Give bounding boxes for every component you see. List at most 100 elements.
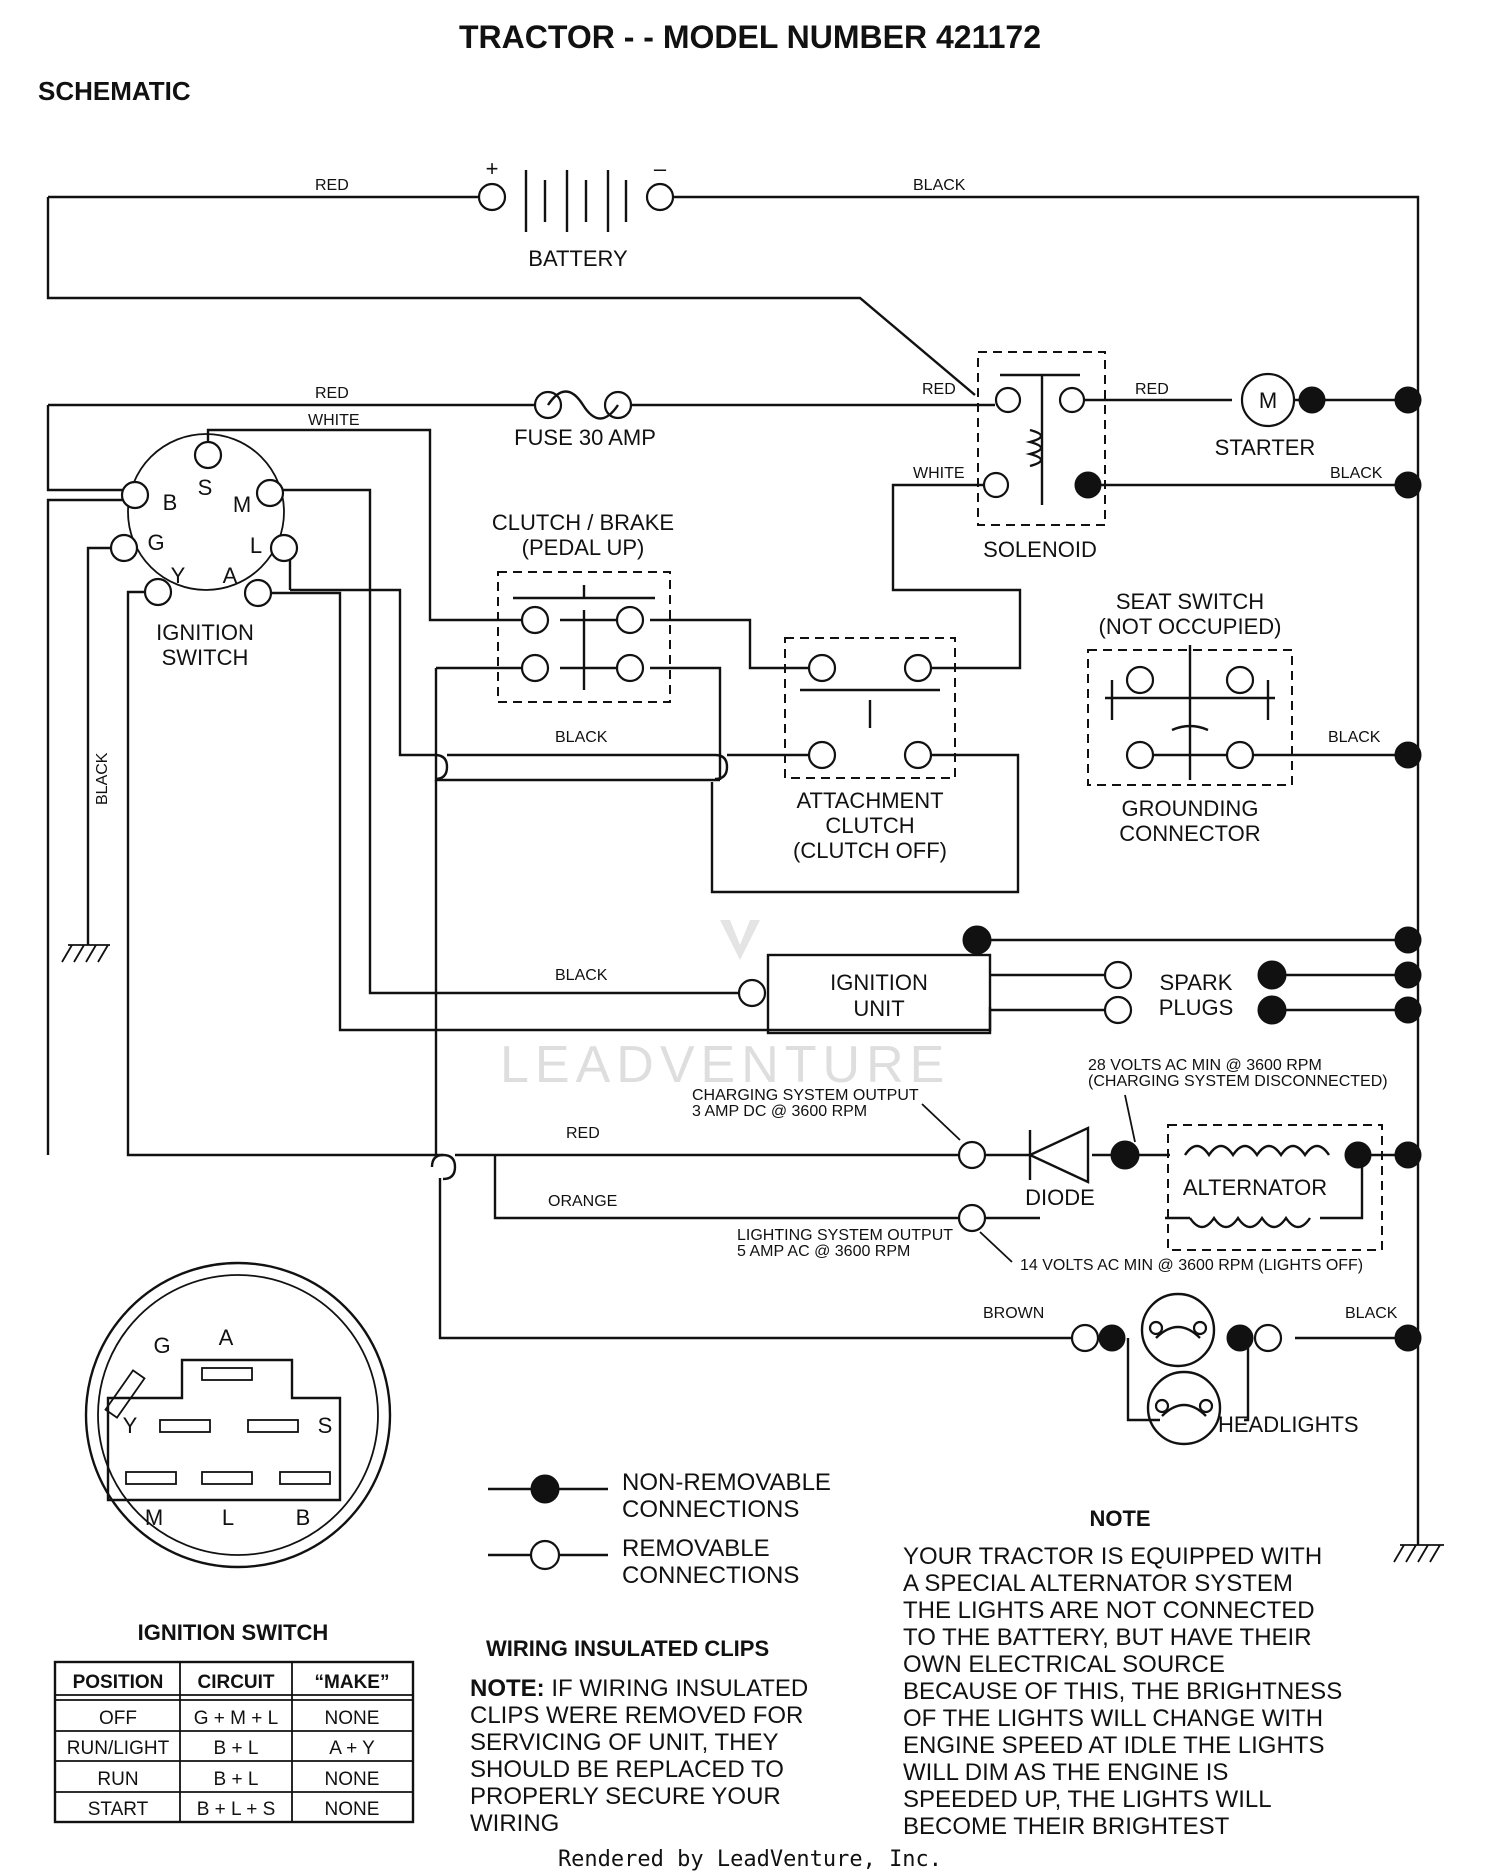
grounding-connector-label-2: CONNECTOR	[1119, 821, 1260, 846]
note-line: THE LIGHTS ARE NOT CONNECTED	[903, 1597, 1315, 1624]
clips-line-5: PROPERLY SECURE YOUR	[470, 1783, 781, 1810]
battery-minus: –	[654, 156, 667, 181]
headlights: HEADLIGHTS	[1070, 1292, 1359, 1446]
table-header-circuit: CIRCUIT	[197, 1672, 274, 1693]
wire-red-top: RED	[315, 177, 349, 194]
ignition-unit: IGNITION UNIT	[737, 925, 992, 1035]
starter-label: STARTER	[1215, 435, 1316, 460]
volts-14: 14 VOLTS AC MIN @ 3600 RPM (LIGHTS OFF)	[1020, 1257, 1363, 1274]
spark-plugs: SPARK PLUGS	[1103, 960, 1287, 1025]
wire-brown: BROWN	[983, 1305, 1044, 1322]
table-cell: A + Y	[329, 1738, 375, 1759]
table-cell: NONE	[325, 1799, 380, 1820]
ignition-switch-table: IGNITION SWITCH POSITION CIRCUIT “MAKE” …	[53, 1620, 415, 1824]
attachment-clutch-switch: ATTACHMENT CLUTCH (CLUTCH OFF)	[784, 637, 956, 863]
page-title: TRACTOR - - MODEL NUMBER 421172	[459, 19, 1041, 55]
wiring	[46, 195, 1444, 1563]
watermark-text: LEADVENTURE	[500, 1036, 950, 1094]
note-line: TO THE BATTERY, BUT HAVE THEIR	[903, 1624, 1312, 1651]
terminal-y: Y	[171, 563, 186, 588]
grounding-connector-label-1: GROUNDING	[1122, 796, 1259, 821]
clips-line-2: CLIPS WERE REMOVED FOR	[470, 1702, 803, 1729]
table-cell: RUN/LIGHT	[67, 1738, 170, 1759]
motor-symbol: M	[1259, 388, 1277, 413]
junction-dots	[1394, 386, 1422, 1352]
charging-output-2: 3 AMP DC @ 3600 RPM	[692, 1103, 867, 1120]
table-title: IGNITION SWITCH	[138, 1620, 329, 1645]
note-title: NOTE	[1089, 1506, 1150, 1531]
diode-label: DIODE	[1025, 1185, 1095, 1210]
note-line: OF THE LIGHTS WILL CHANGE WITH	[903, 1705, 1323, 1732]
table-header-make: “MAKE”	[315, 1672, 390, 1693]
clutch-brake-switch: CLUTCH / BRAKE (PEDAL UP)	[492, 510, 674, 703]
volts-28-2: (CHARGING SYSTEM DISCONNECTED)	[1088, 1073, 1388, 1090]
seat-switch: SEAT SWITCH (NOT OCCUPIED) GROUNDING CON…	[1087, 589, 1293, 846]
battery: + – BATTERY	[477, 156, 675, 271]
lighting-output-1: LIGHTING SYSTEM OUTPUT	[737, 1227, 953, 1244]
wire-red-starter: RED	[1135, 381, 1169, 398]
battery-label: BATTERY	[528, 246, 628, 271]
legend-removable-2: CONNECTIONS	[622, 1562, 799, 1589]
table-cell: OFF	[99, 1708, 137, 1729]
clips-line-1: NOTE: IF WIRING INSULATED	[470, 1675, 808, 1702]
wire-orange: ORANGE	[548, 1193, 617, 1210]
lighting-output-2: 5 AMP AC @ 3600 RPM	[737, 1243, 910, 1260]
face-m: M	[145, 1505, 163, 1530]
solenoid: SOLENOID	[977, 351, 1106, 562]
table-cell: START	[88, 1799, 149, 1820]
face-l: L	[222, 1505, 234, 1530]
wire-black-top: BLACK	[913, 177, 966, 194]
wire-black-left: BLACK	[94, 752, 111, 805]
table-cell: B + L + S	[197, 1799, 276, 1820]
diode: DIODE	[957, 1126, 1140, 1210]
terminal-s: S	[198, 475, 213, 500]
solenoid-label: SOLENOID	[983, 537, 1097, 562]
watermark: LEADVENTURE	[500, 920, 950, 1094]
charging-output-1: CHARGING SYSTEM OUTPUT	[692, 1087, 919, 1104]
note-line: BECAUSE OF THIS, THE BRIGHTNESS	[903, 1678, 1342, 1705]
page-subtitle: SCHEMATIC	[38, 76, 191, 106]
clips-line-3: SERVICING OF UNIT, THEY	[470, 1729, 779, 1756]
headlights-label: HEADLIGHTS	[1218, 1412, 1359, 1437]
ignition-unit-label-2: UNIT	[853, 996, 904, 1021]
table-cell: B + L	[214, 1738, 259, 1759]
wire-black-headlights: BLACK	[1345, 1305, 1398, 1322]
alternator: ALTERNATOR	[957, 1141, 1372, 1233]
alternator-note: NOTE YOUR TRACTOR IS EQUIPPED WITH A SPE…	[903, 1506, 1342, 1840]
starter: M STARTER	[1215, 372, 1326, 460]
ignition-switch-label-1: IGNITION	[156, 620, 254, 645]
attachment-clutch-label-1: ATTACHMENT	[796, 788, 943, 813]
wire-white-solenoid: WHITE	[913, 465, 965, 482]
note-line: YOUR TRACTOR IS EQUIPPED WITH	[903, 1543, 1322, 1570]
ignition-unit-label-1: IGNITION	[830, 970, 928, 995]
wire-red-solenoid: RED	[922, 381, 956, 398]
attachment-clutch-label-3: (CLUTCH OFF)	[793, 838, 947, 863]
seat-switch-label-1: SEAT SWITCH	[1116, 589, 1264, 614]
ignition-switch-label-2: SWITCH	[162, 645, 249, 670]
wire-black-clutch: BLACK	[555, 729, 608, 746]
spark-plugs-label-1: SPARK	[1160, 970, 1233, 995]
face-y: Y	[123, 1413, 138, 1438]
ignition-switch-face: G A Y S M L B	[84, 1261, 392, 1569]
fuse-30-amp: FUSE 30 AMP	[514, 390, 656, 450]
wire-white: WHITE	[308, 412, 360, 429]
face-g: G	[153, 1333, 170, 1358]
note-line: OWN ELECTRICAL SOURCE	[903, 1651, 1225, 1678]
clips-line-6: WIRING	[470, 1810, 559, 1837]
table-cell: RUN	[97, 1769, 138, 1790]
volts-28-1: 28 VOLTS AC MIN @ 3600 RPM	[1088, 1057, 1322, 1074]
battery-plus: +	[486, 156, 499, 181]
terminal-g: G	[147, 530, 164, 555]
wire-labels: RED BLACK RED WHITE RED RED WHITE BLACK …	[94, 177, 1398, 1322]
terminal-m: M	[233, 492, 251, 517]
face-s: S	[318, 1413, 333, 1438]
clips-title: WIRING INSULATED CLIPS	[486, 1636, 769, 1661]
terminal-a: A	[223, 563, 238, 588]
table-cell: NONE	[325, 1769, 380, 1790]
face-b: B	[296, 1505, 311, 1530]
table-cell: B + L	[214, 1769, 259, 1790]
note-line: ENGINE SPEED AT IDLE THE LIGHTS	[903, 1732, 1324, 1759]
footer-credit: Rendered by LeadVenture, Inc.	[558, 1847, 942, 1872]
terminal-l: L	[250, 533, 262, 558]
wire-black-solenoid: BLACK	[1330, 465, 1383, 482]
